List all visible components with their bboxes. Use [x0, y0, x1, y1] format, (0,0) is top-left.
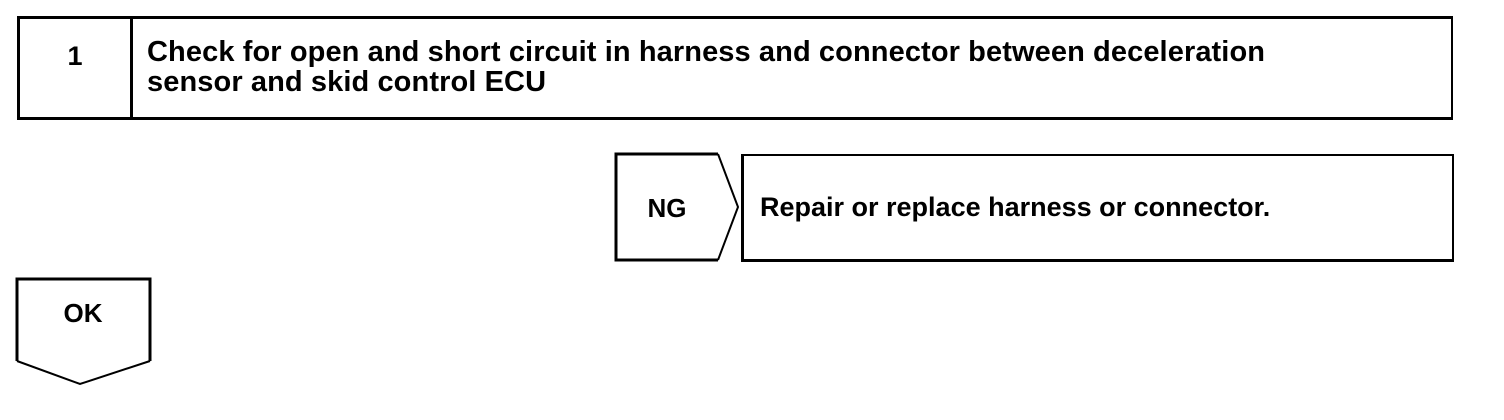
ng-result-box: Repair or replace harness or connector.	[741, 154, 1454, 262]
step-title-line-2: sensor and skid control ECU	[147, 66, 547, 98]
step-title: Check for open and short circuit in harn…	[133, 19, 1451, 117]
ng-label: NG	[647, 192, 687, 223]
step-number: 1	[20, 19, 133, 117]
ok-arrow-shape	[15, 277, 152, 386]
ng-arrow-shape	[614, 152, 740, 262]
ok-label: OK	[63, 298, 103, 328]
ng-result-text: Repair or replace harness or connector.	[760, 192, 1271, 222]
step-box: 1 Check for open and short circuit in ha…	[17, 16, 1453, 120]
step-title-line-1: Check for open and short circuit in harn…	[147, 36, 1266, 68]
